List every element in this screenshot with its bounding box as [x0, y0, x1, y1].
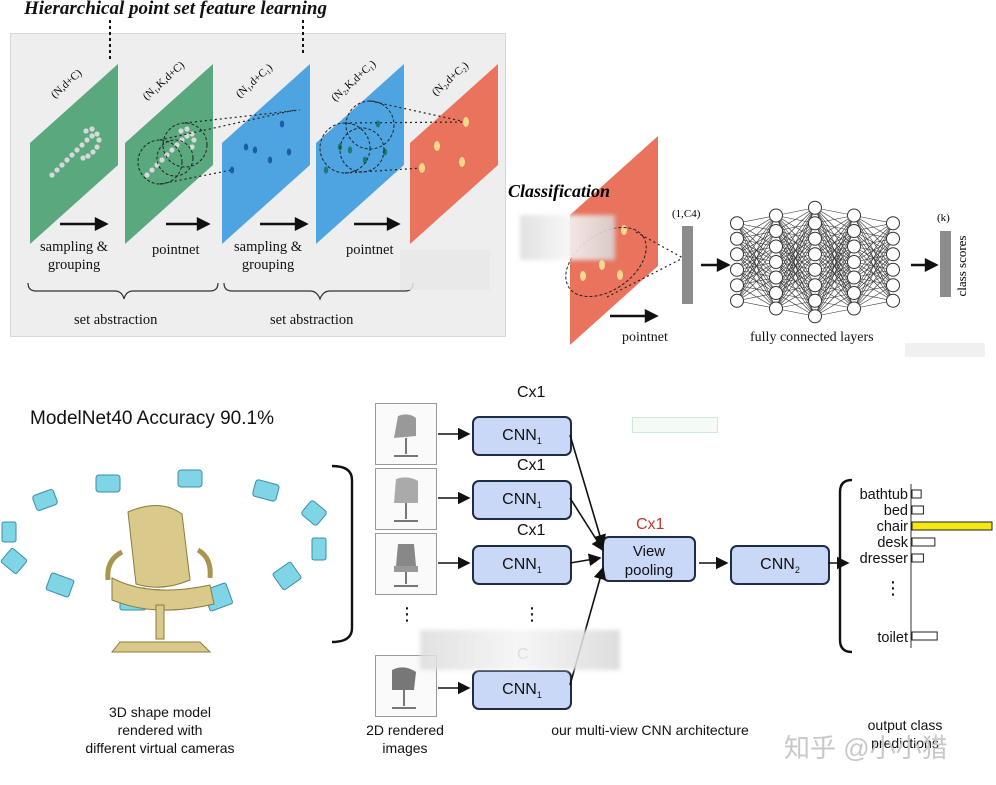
blurred-region	[520, 215, 615, 260]
fc-neuron	[769, 286, 783, 300]
fc-neuron	[769, 224, 783, 238]
watermark: 知乎 @小小猎	[784, 733, 948, 763]
fc-neuron	[769, 301, 783, 316]
cnn1-box-2: CNN1	[472, 480, 572, 520]
toolbar-strip[interactable]	[632, 417, 718, 433]
fc-neuron	[808, 231, 822, 246]
class-label-desk: desk	[877, 535, 908, 551]
class-ellipsis: ⋮	[884, 578, 902, 598]
images-caption: 2D rendered images	[366, 722, 444, 756]
class-score-bar-toilet	[911, 631, 938, 641]
fc-neuron	[886, 231, 900, 246]
render-view-1	[375, 403, 437, 465]
fc-neuron	[769, 255, 783, 269]
fc-neuron	[730, 216, 744, 231]
class-label-bathtub: bathtub	[859, 487, 908, 503]
fc-neuron	[808, 216, 822, 231]
cnn1-box-1: CNN1	[472, 416, 572, 456]
class-score-bar-desk	[911, 537, 936, 547]
vector-label: (1,C4)	[672, 208, 701, 220]
classification-title: Classification	[508, 181, 611, 201]
cx-label-2: Cx1	[517, 457, 546, 474]
class-label-dresser: dresser	[859, 551, 908, 567]
fc-neuron	[808, 293, 822, 308]
model-caption: 3D shape model rendered with different v…	[85, 704, 235, 756]
view-cx-label: Cx1	[636, 516, 665, 533]
group-label-1: set abstraction	[270, 312, 354, 328]
class-score-bar-bathtub	[911, 489, 922, 499]
pointnet2-diagram	[27, 20, 985, 357]
views-ellipsis: ⋮	[398, 604, 416, 624]
cx-label-1: Cx1	[517, 384, 546, 401]
fc-network	[730, 200, 900, 324]
fc-neuron	[769, 208, 783, 223]
group-label-0: set abstraction	[74, 312, 158, 328]
arch-caption: our multi-view CNN architecture	[551, 722, 749, 738]
class-score-bar-bed	[911, 505, 924, 515]
class-label-chair: chair	[876, 519, 908, 535]
hierarchical-title: Hierarchical point set feature learning	[24, 0, 327, 19]
fc-neuron	[886, 262, 900, 277]
step-label-1: pointnet	[152, 242, 200, 258]
class-scores-label: class scores	[954, 235, 969, 297]
fc-neuron	[808, 278, 822, 293]
render-view-2	[375, 468, 437, 530]
fc-neuron	[808, 262, 822, 277]
cx-label-3: Cx1	[517, 522, 546, 539]
fc-neuron	[769, 270, 783, 285]
render-view-3	[375, 533, 437, 595]
class-score-bar-chair	[911, 521, 993, 531]
cnn-ellipsis: ⋮	[523, 604, 541, 624]
fc-neuron	[808, 200, 822, 215]
step-label-3: pointnet	[346, 242, 394, 258]
step-label-2: sampling & grouping	[234, 239, 303, 273]
fc-neuron	[730, 262, 744, 277]
fc-neuron	[847, 224, 861, 238]
plane-abstract1	[222, 64, 310, 244]
plane-group2	[316, 64, 404, 244]
camera-ring	[0, 464, 354, 653]
cnn1-box-3: CNN1	[472, 545, 572, 585]
accuracy-label: ModelNet40 Accuracy 90.1%	[30, 408, 274, 429]
fc-neuron	[847, 301, 861, 316]
fc-neuron	[847, 286, 861, 300]
fc-neuron	[769, 239, 783, 254]
fc-neuron	[847, 255, 861, 269]
class-label-bed: bed	[883, 503, 908, 519]
fc-neuron	[847, 270, 861, 285]
step-label-0: sampling & grouping	[40, 239, 109, 273]
output-label: (k)	[937, 212, 950, 224]
cnn1-box-n: CNN1	[472, 670, 572, 710]
fc-neuron	[847, 239, 861, 254]
fc-neuron	[847, 208, 861, 223]
fc-neuron	[730, 231, 744, 246]
fc-neuron	[730, 247, 744, 262]
fc-label: fully connected layers	[750, 330, 874, 345]
fc-neuron	[730, 293, 744, 308]
fc-neuron	[808, 309, 822, 324]
plane-abstract2	[410, 64, 498, 244]
fc-neuron	[886, 278, 900, 293]
cls-step-label: pointnet	[622, 330, 668, 345]
class-score-bar-dresser	[911, 553, 924, 563]
blurred-region-2	[420, 630, 620, 670]
output-caption: output class predictions	[867, 717, 943, 751]
class-label-toilet: toilet	[877, 630, 908, 646]
mvcnn-arrows	[438, 427, 993, 695]
view-pooling-box: View pooling	[602, 536, 696, 582]
fc-neuron	[808, 247, 822, 262]
cnn2-box: CNN2	[730, 545, 830, 585]
fc-neuron	[730, 278, 744, 293]
fc-neuron	[886, 216, 900, 231]
fc-neuron	[886, 293, 900, 308]
fc-neuron	[886, 247, 900, 262]
